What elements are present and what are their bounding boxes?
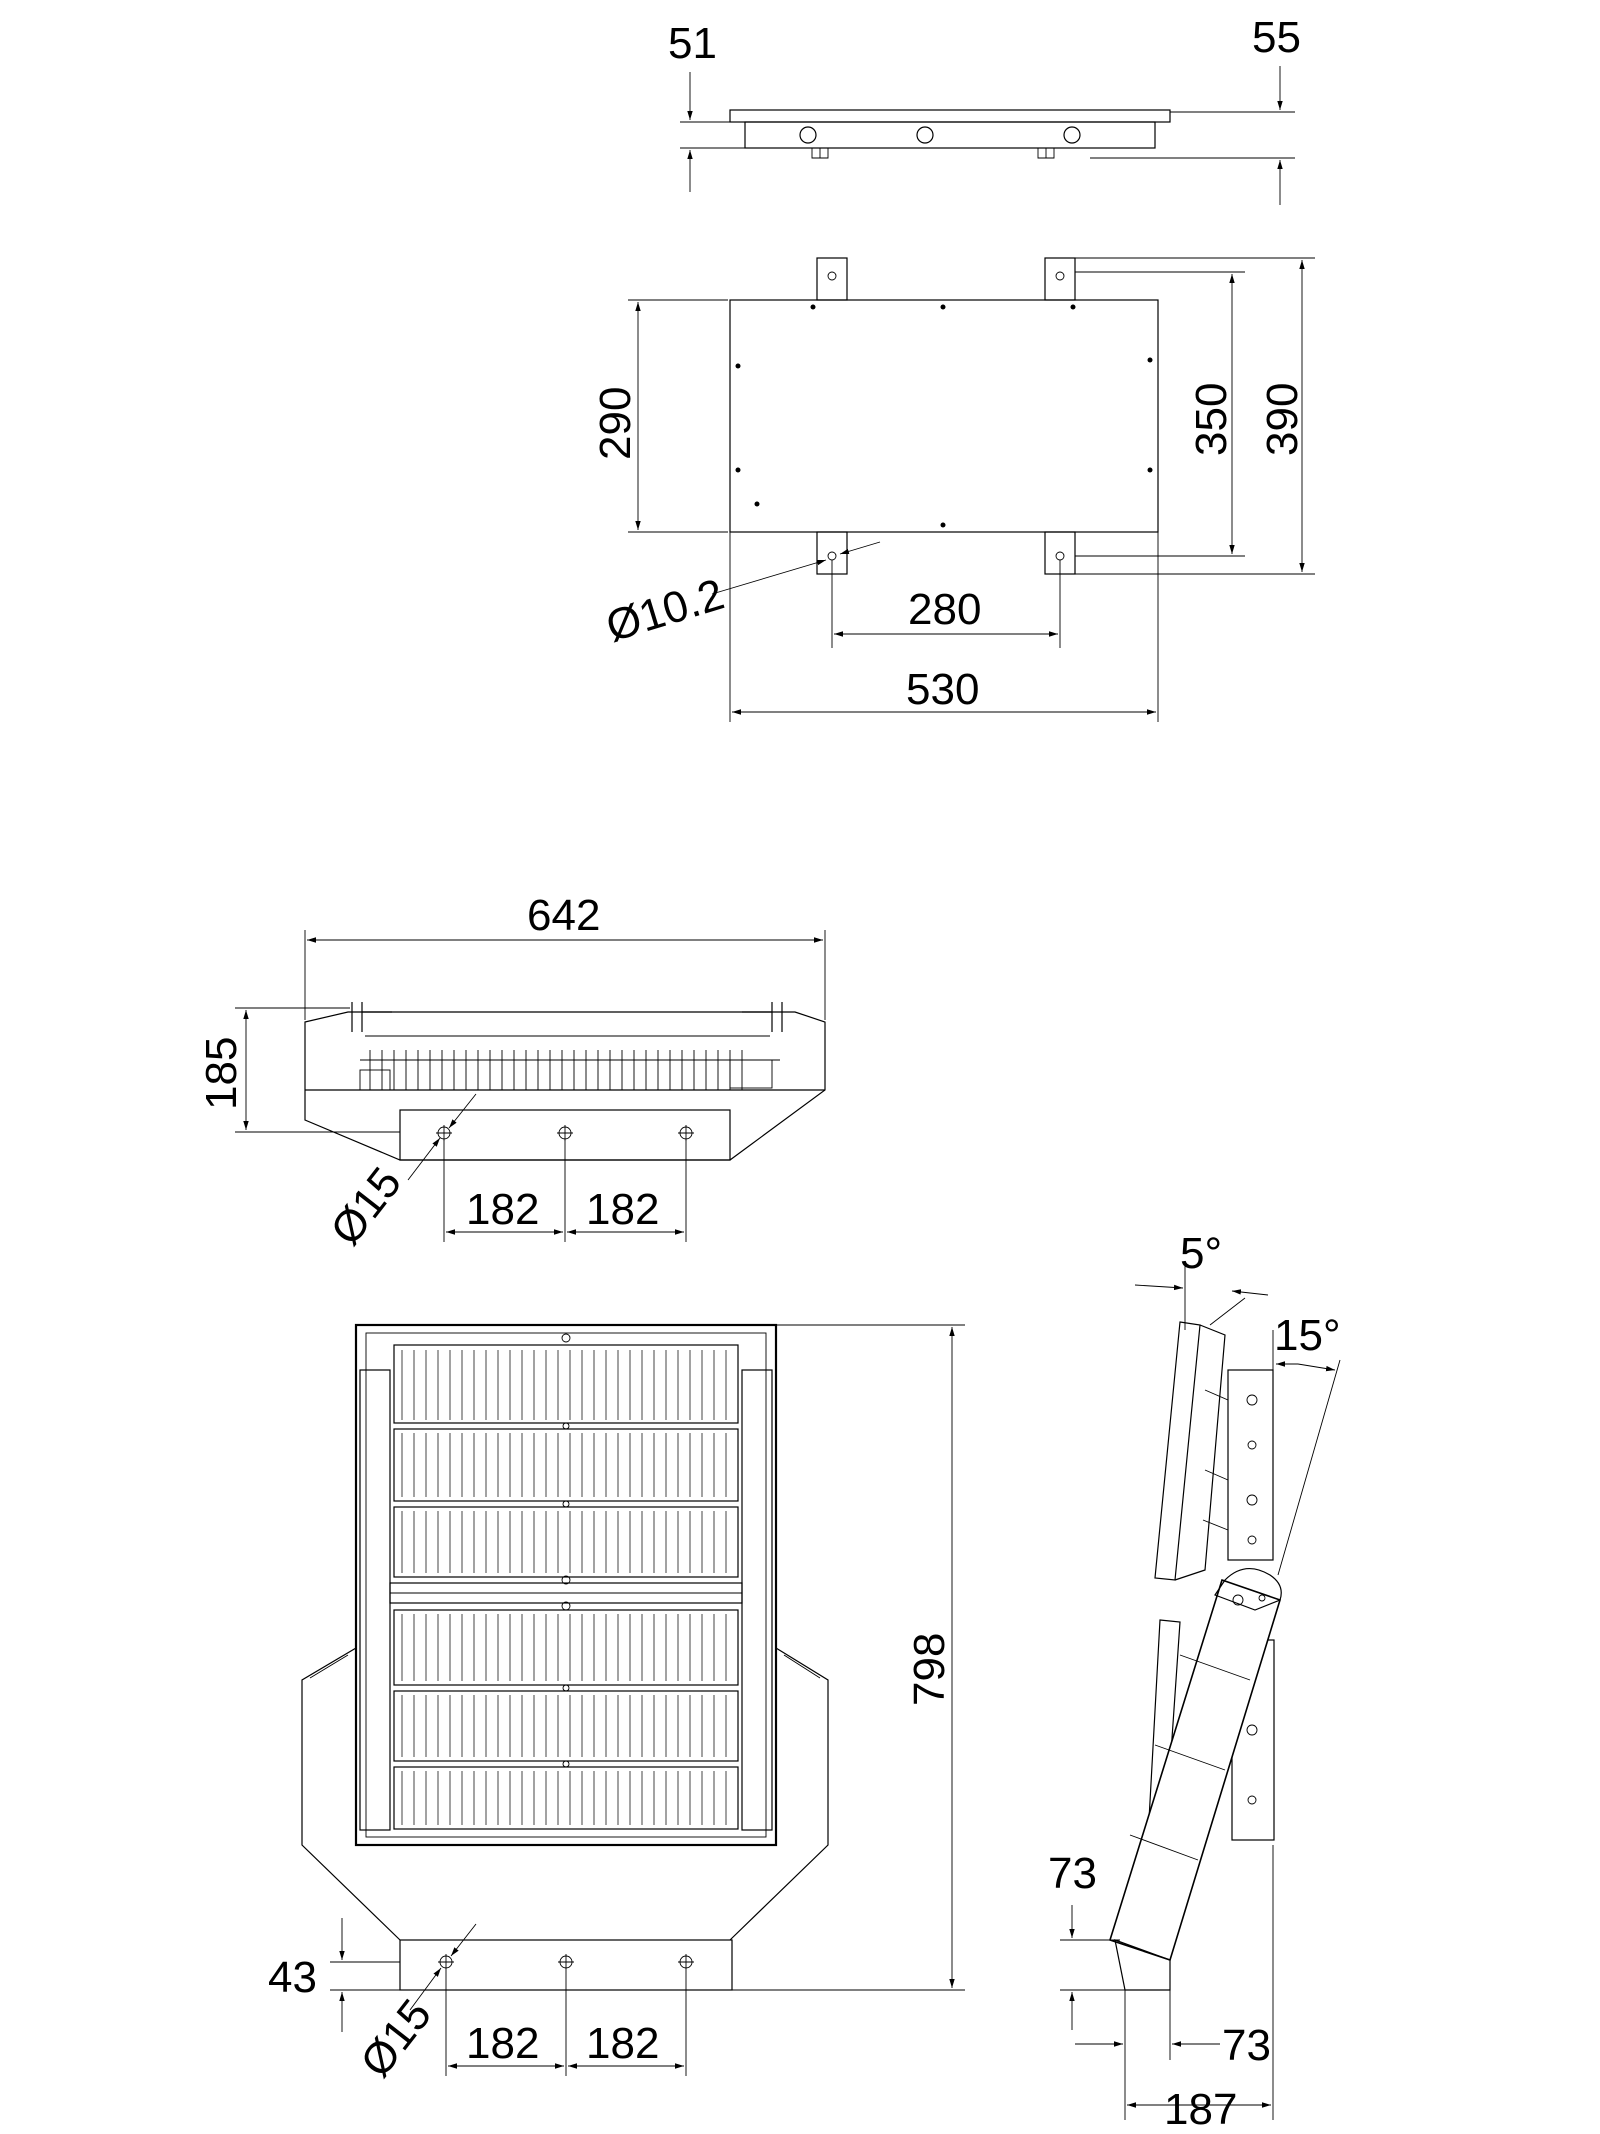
- dim-plate-width: 530: [906, 665, 979, 714]
- dim-hole-spacing-bottom-left: 182: [466, 2019, 539, 2068]
- dim-mount-hole-bottom: Ø15: [351, 1990, 441, 2086]
- dim-tilt-angle-small: 5°: [1180, 1229, 1222, 1278]
- dim-overall-height: 798: [905, 1633, 954, 1706]
- dim-top-left: 51: [668, 19, 717, 68]
- view-top-profile: 51 55: [668, 13, 1301, 205]
- view-side-tilt: 5° 15° 73 73 187: [1048, 1229, 1341, 2134]
- dim-top-right: 55: [1252, 13, 1301, 62]
- dim-side-offset-top: 73: [1048, 1849, 1097, 1898]
- dim-hole-spacing-front-right: 182: [586, 1185, 659, 1234]
- dim-tilt-angle-large: 15°: [1274, 1311, 1341, 1360]
- dim-hole-spacing-bottom-right: 182: [586, 2019, 659, 2068]
- dim-plate-height: 290: [591, 387, 640, 460]
- dim-hole-spacing-front-left: 182: [466, 1185, 539, 1234]
- dim-bracket-inner: 350: [1187, 383, 1236, 456]
- dim-bracket-spacing: 280: [908, 585, 981, 634]
- view-back-plate: 290 350 390 Ø10.2 280 530: [591, 257, 1315, 722]
- dim-side-offset-right: 73: [1222, 2021, 1271, 2070]
- dim-side-height: 185: [197, 1037, 246, 1110]
- dim-side-depth: 187: [1164, 2085, 1237, 2134]
- dim-overall-width: 642: [527, 891, 600, 940]
- view-front-elevation: 642 185 Ø15 182 182: [197, 891, 826, 1254]
- dim-hole-diameter: Ø10.2: [601, 570, 730, 652]
- view-front-face: 798 43 Ø15 182 182: [268, 1323, 965, 2086]
- front-heat-fins: [360, 1035, 780, 1090]
- dim-mount-hole-front: Ø15: [321, 1158, 411, 1254]
- dim-bracket-outer: 390: [1258, 383, 1307, 456]
- led-fin-array: [401, 1350, 727, 1825]
- dim-bottom-offset: 43: [268, 1953, 317, 2002]
